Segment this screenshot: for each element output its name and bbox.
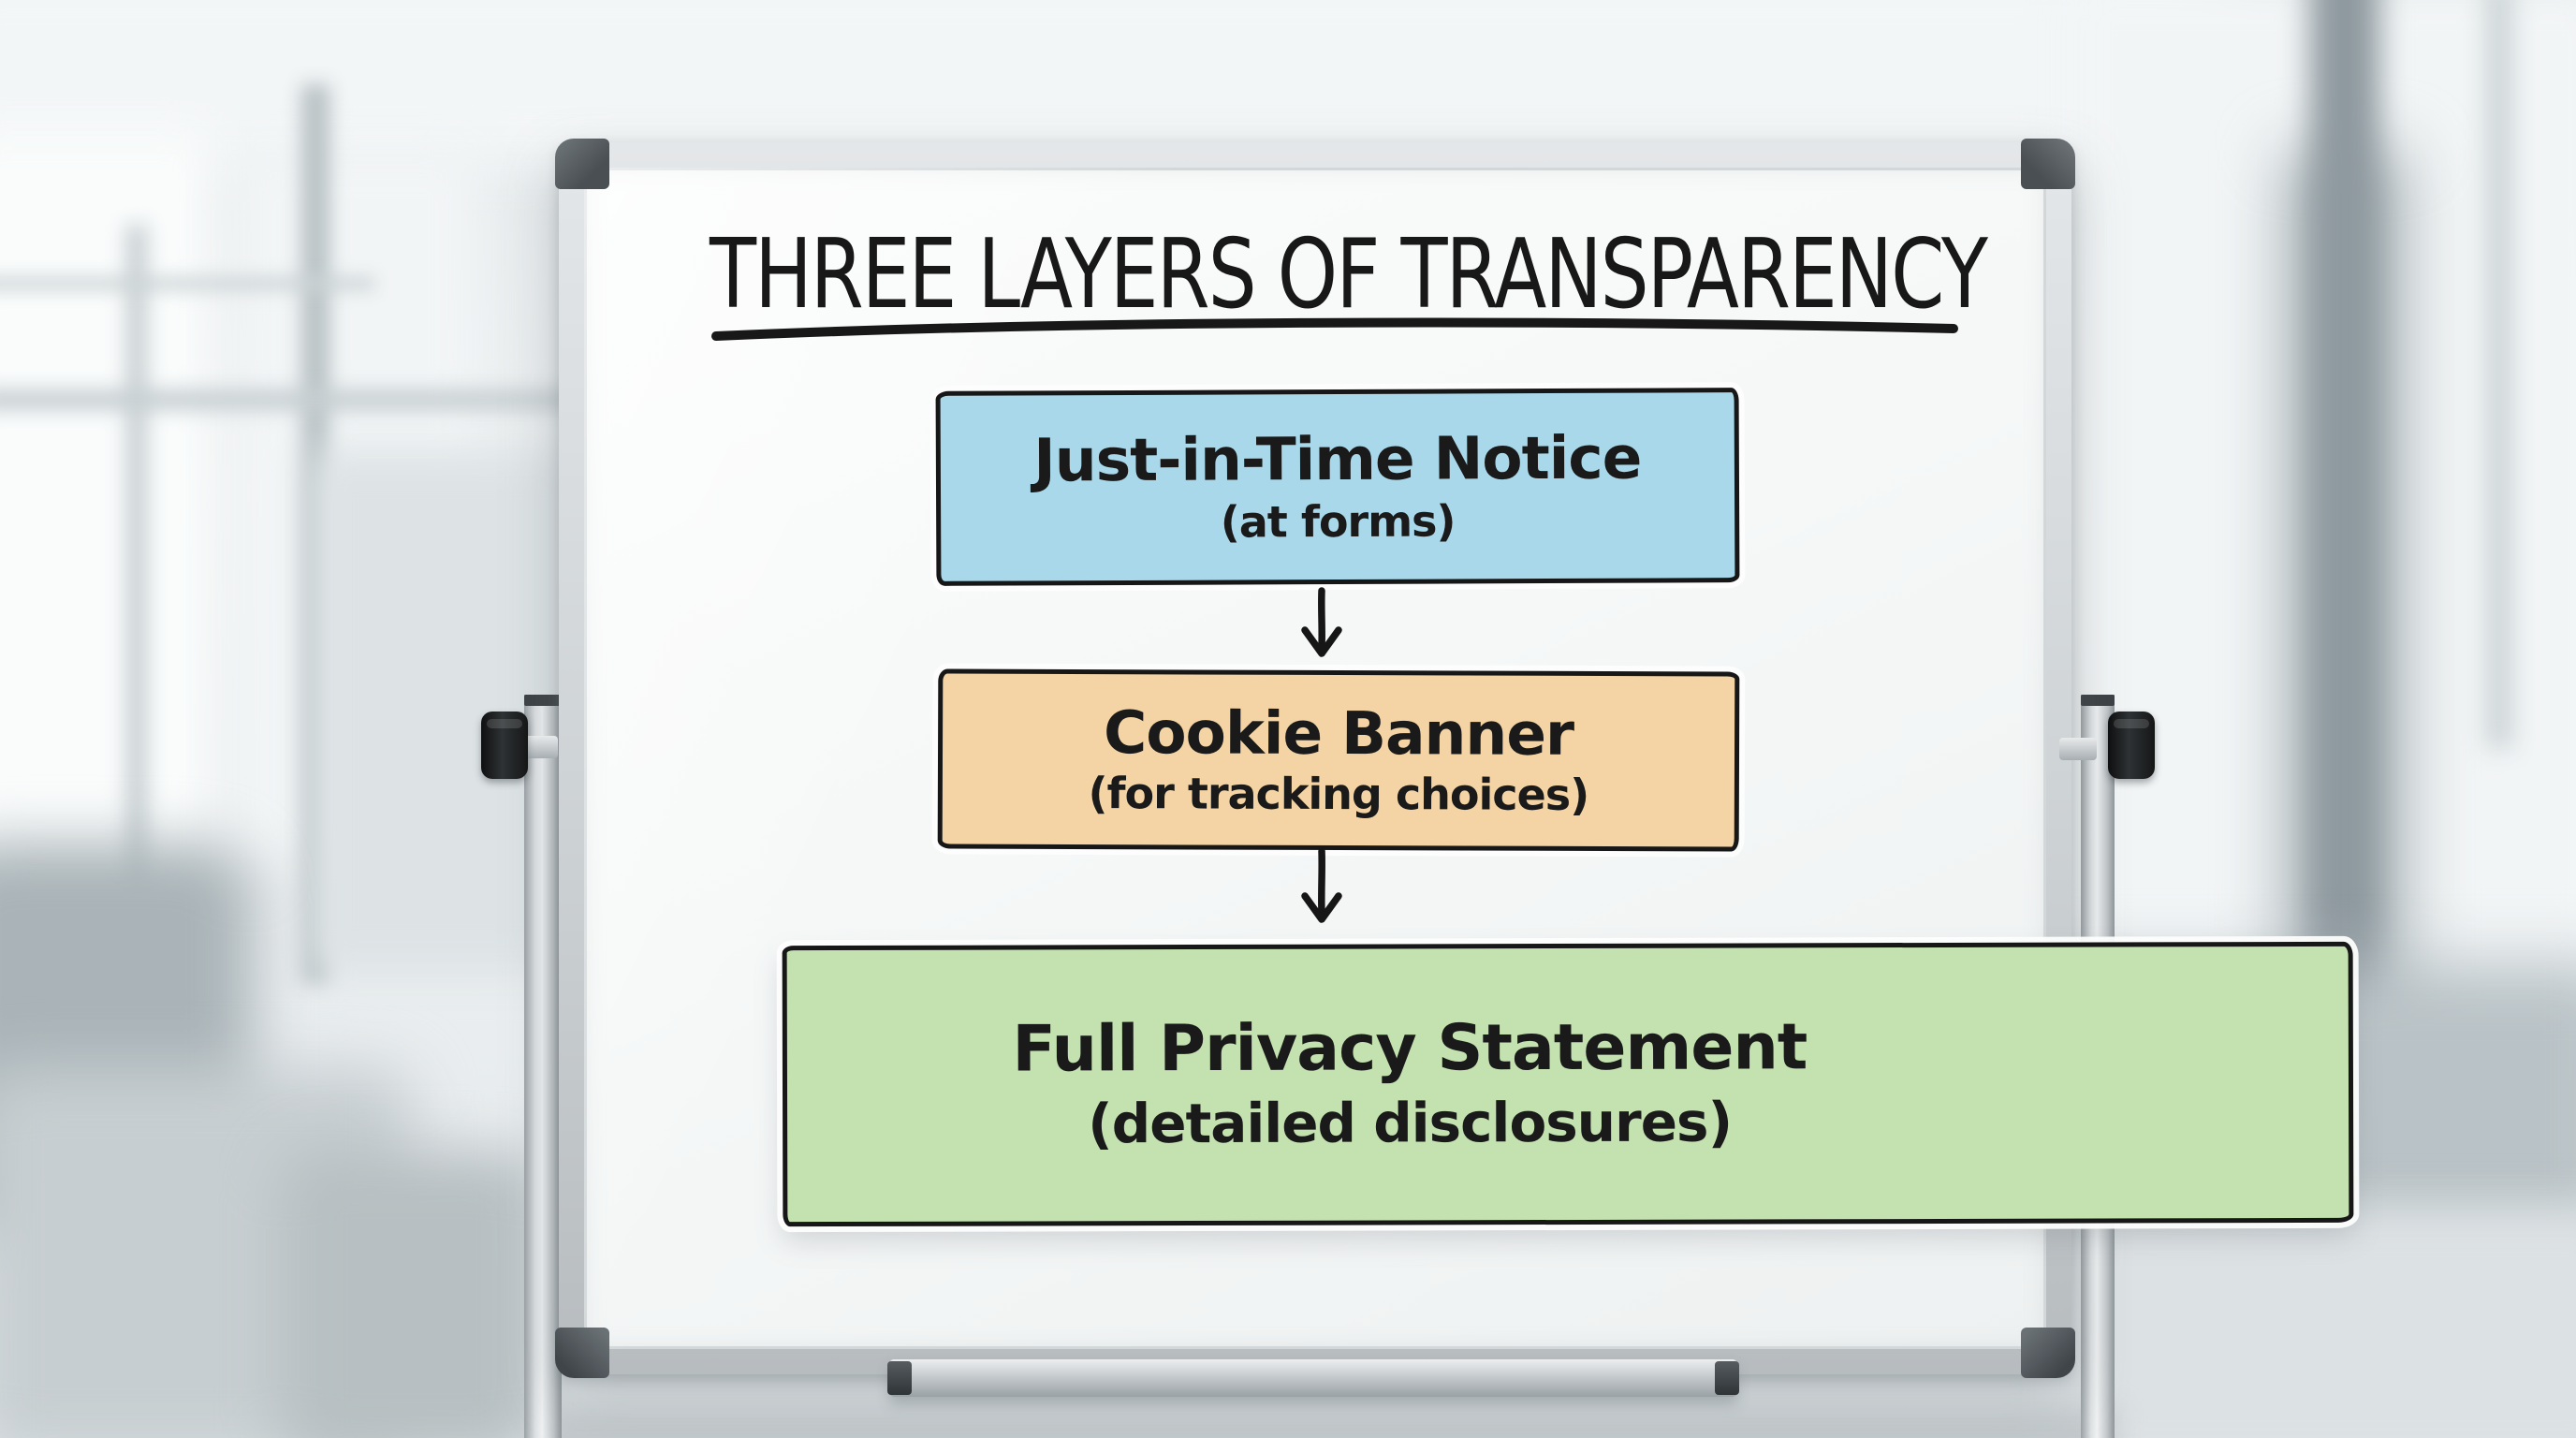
flow-box-sublabel: (detailed disclosures) xyxy=(1088,1090,1733,1156)
flow-box-text-group: Full Privacy Statement (detailed disclos… xyxy=(787,1010,2032,1157)
frame-corner-cap xyxy=(555,1328,609,1378)
marker-tray xyxy=(887,1359,1739,1397)
frame-corner-cap xyxy=(2021,139,2075,189)
furniture-blur-shape xyxy=(281,1152,543,1438)
flow-box-just-in-time-notice: Just-in-Time Notice (at forms) xyxy=(935,388,1740,586)
flow-box-sublabel: (for tracking choices) xyxy=(1088,767,1589,820)
floor-blur-shape xyxy=(543,1409,2115,1438)
title-underline xyxy=(711,317,1958,341)
pole-blur-shape xyxy=(2310,0,2379,1011)
flow-box-sublabel: (at forms) xyxy=(1220,495,1456,548)
window-panel-shape xyxy=(0,131,215,899)
pivot-knob-right xyxy=(2108,712,2155,779)
flow-box-label: Full Privacy Statement xyxy=(1012,1010,1808,1087)
window-mullion-shape xyxy=(0,277,374,290)
pivot-stem-right xyxy=(2059,738,2097,760)
stand-post-left xyxy=(524,695,562,1438)
frame-corner-cap xyxy=(555,139,609,189)
flow-box-label: Cookie Banner xyxy=(1103,697,1574,769)
flow-box-full-privacy-statement: Full Privacy Statement (detailed disclos… xyxy=(782,941,2354,1227)
pivot-knob-left xyxy=(481,712,528,779)
arrow-down-icon xyxy=(1301,847,1342,923)
flow-box-cookie-banner: Cookie Banner (for tracking choices) xyxy=(937,668,1740,852)
floor-blur-shape xyxy=(2059,1208,2576,1438)
board-title: THREE LAYERS OF TRANSPARENCY xyxy=(709,219,1988,330)
frame-corner-cap xyxy=(2021,1328,2075,1378)
window-mullion-shape xyxy=(0,389,580,410)
window-mullion-shape xyxy=(2486,0,2512,749)
arrow-down-icon xyxy=(1301,587,1342,657)
flow-box-label: Just-in-Time Notice xyxy=(1033,423,1642,494)
